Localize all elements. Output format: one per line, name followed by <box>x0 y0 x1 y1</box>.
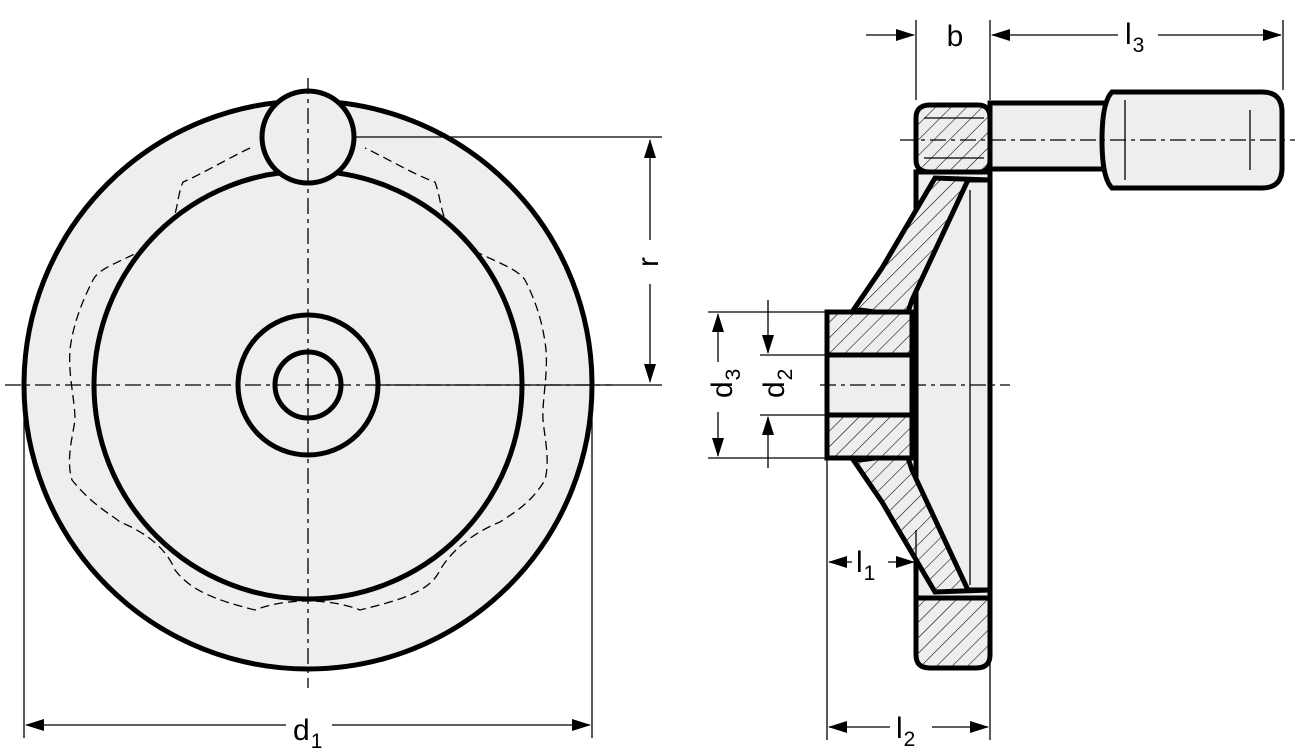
hub-section-upper <box>824 309 915 358</box>
hub-section-lower <box>824 412 915 461</box>
dim-l1-label: l1 <box>856 546 875 585</box>
dim-l2-label: l2 <box>896 712 915 751</box>
dim-l3-label: l3 <box>1125 18 1144 57</box>
dim-d2-label: d2 <box>758 369 797 398</box>
handle-shaft <box>987 100 1111 172</box>
dim-d3-label: d3 <box>706 369 745 398</box>
dim-b-label: b <box>947 20 964 53</box>
front-view: r d1 <box>5 78 668 754</box>
side-view: b l3 d3 d2 <box>700 14 1295 752</box>
rim-top-section <box>913 102 993 175</box>
dim-r-label: r <box>632 257 665 267</box>
hub-bore <box>824 352 915 418</box>
dim-d1-label: d1 <box>293 714 322 753</box>
rim-bottom-section <box>913 595 993 671</box>
